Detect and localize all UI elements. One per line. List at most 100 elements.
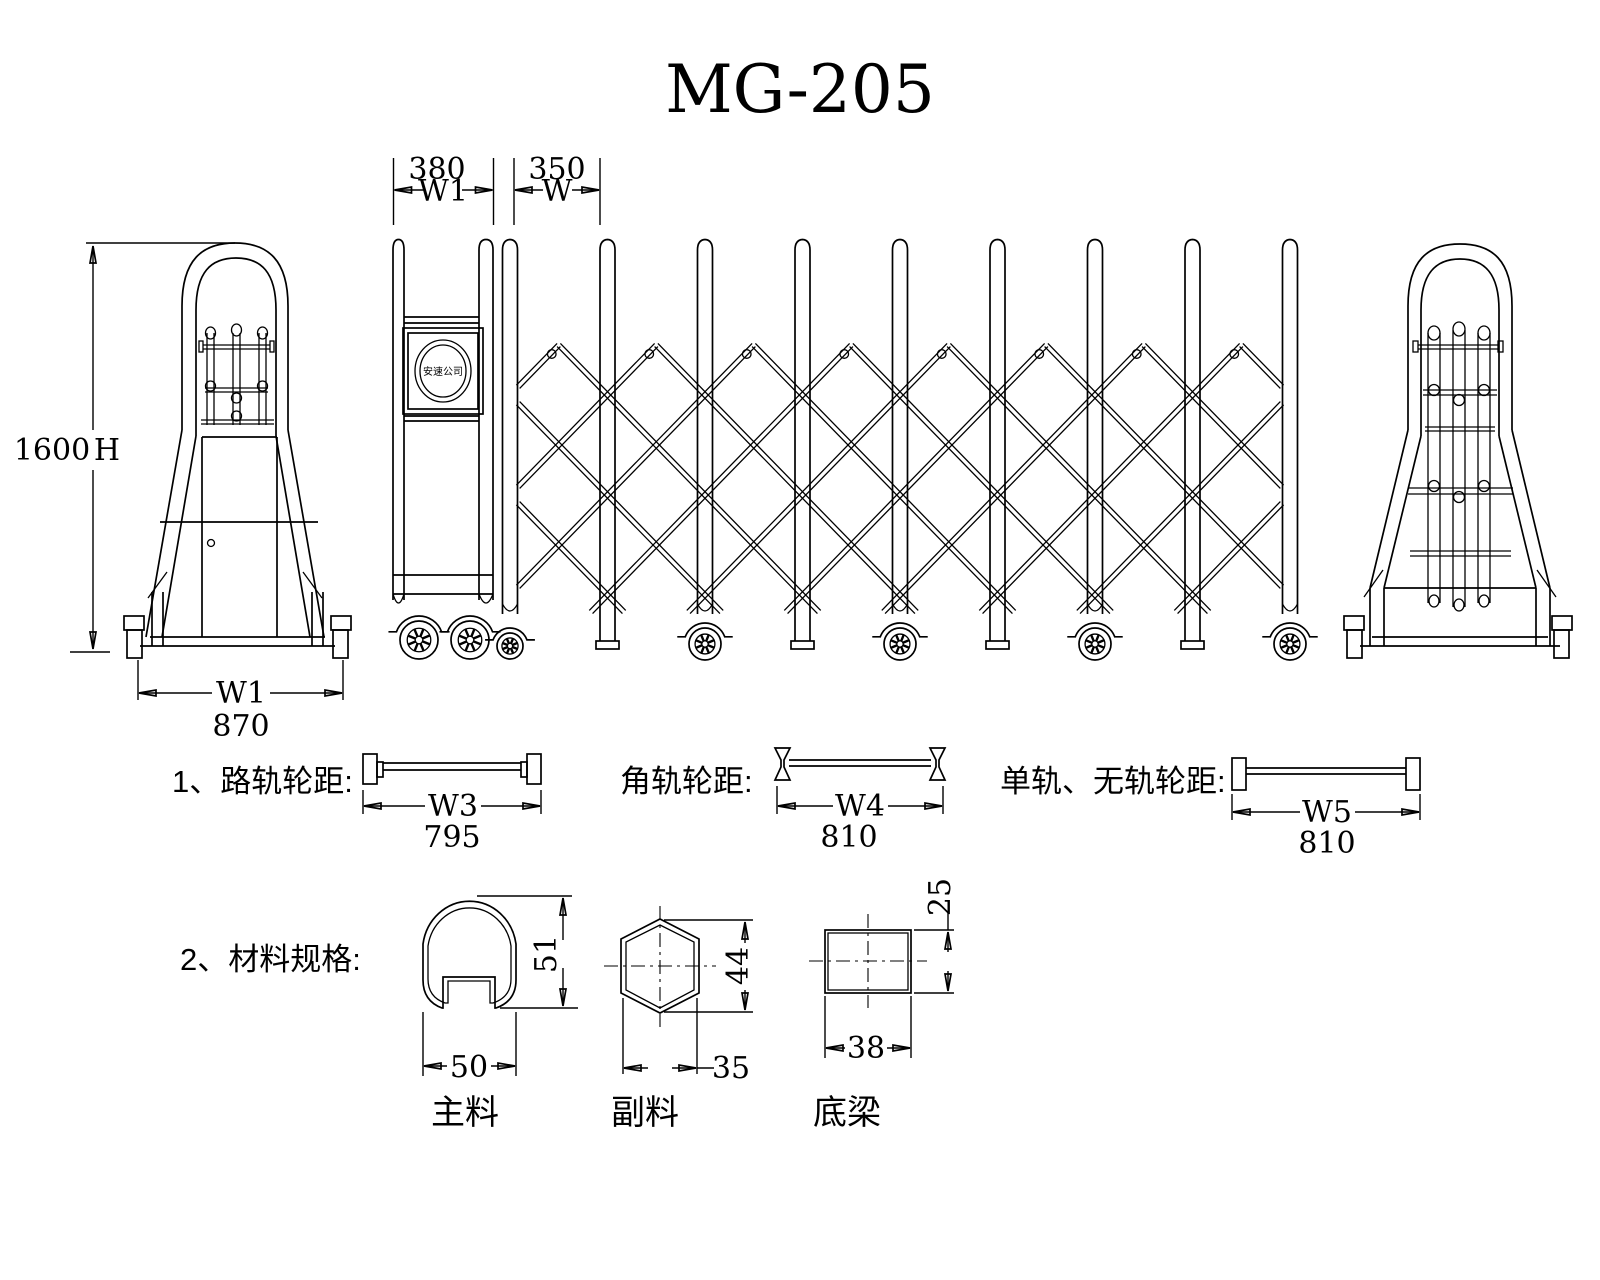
dim-label-w: W [542,174,573,209]
lattice-pivot-hole [1034,349,1045,359]
lattice-strut [1177,504,1285,615]
lattice-strut [519,501,627,611]
lattice-strut [515,342,656,486]
profile-beam: 25 38 底梁 [809,878,958,1132]
lattice-strut [849,346,1111,615]
wheel-fender [485,627,535,641]
lattice-strut [884,346,1146,615]
gate-post-foot [985,640,1010,650]
gate-post [1184,238,1201,641]
lattice-strut [515,404,721,615]
lattice-pivot-hole [546,349,557,359]
logo-ellipse-inner [419,344,467,398]
lattice-strut [515,342,753,586]
logo-text: 安速公司 [423,365,463,378]
lattice-strut [1173,501,1281,611]
right-side-view [1343,243,1573,659]
lattice-pivot-hole [936,349,947,359]
dim-value-25: 25 [923,878,958,916]
lattice-strut [654,346,916,615]
caster-wheel [1273,627,1307,661]
profile-main-material: 51 50 主料 [422,895,578,1132]
left-view-wheel [330,615,352,631]
dim-base-w1: W1 870 [137,660,344,744]
lattice-strut [519,346,659,489]
gate-post [501,238,519,614]
dim-value-1600: 1600 [14,433,90,468]
lattice-strut [1044,346,1281,589]
lattice-strut [1076,401,1281,611]
right-view-wheel [1346,629,1363,659]
gate-post-foot [790,640,815,650]
gate-post-foot [1180,640,1205,650]
gate-post-foot [595,640,620,650]
wheel-fender [439,615,501,633]
lattice-strut [754,342,1017,611]
gate-post [696,238,714,614]
dim-top-w: 350 W [513,152,601,225]
caster-wheel [688,627,722,661]
lattice-pivot-hole [644,349,655,359]
wheel-fender [388,615,450,633]
logo-panel-inner [407,332,479,410]
lattice-strut [1242,342,1285,386]
profile-aux-material: 44 35 副料 [604,906,756,1132]
dim-label-w3: W3 [428,789,478,824]
right-view-wheel [1343,615,1365,631]
axle-w5: W5 810 [1231,757,1421,861]
profile-main-label: 主料 [431,1094,499,1132]
dim-value-50: 50 [450,1050,488,1085]
dim-label-w5: W5 [1302,795,1352,830]
lattice-strut [982,346,1244,615]
note1-corner-label: 角轨轮距: [620,764,753,799]
lattice-strut [978,342,1241,611]
dim-value-44: 44 [721,947,756,985]
gate-post [599,238,616,641]
gate-post [1086,238,1104,614]
dim-label-w1-base: W1 [216,676,266,711]
caster-wheel [399,620,439,660]
lattice-strut [519,346,756,589]
caster-wheel [496,632,524,660]
caster-wheel [883,627,917,661]
lattice-strut [519,346,561,389]
dim-label-w1: W1 [418,174,468,209]
left-view-wheel [332,629,349,659]
lattice-strut [559,342,822,611]
caster-wheel [450,620,490,660]
lattice-strut [787,346,1049,615]
dim-top-w1: 380 W1 [392,152,495,225]
right-view-wheel [1553,629,1570,659]
dim-value-51: 51 [529,935,564,973]
axle-w3: W3 795 [362,753,542,855]
wheel-fender [1262,622,1318,638]
note1-track-label: 1、路轨轮距: [172,764,353,799]
lattice-strut [751,346,1013,615]
lattice-strut [657,342,919,611]
profile-aux-label: 副料 [611,1094,679,1132]
lattice-strut [1079,404,1285,615]
dim-value-35: 35 [712,1051,750,1086]
dim-label-h: H [94,433,120,468]
lattice-strut [946,346,1208,615]
lattice-pivot-hole [741,349,752,359]
left-view-wheel [126,629,143,659]
lattice-pivot-hole [1131,349,1142,359]
dim-label-w4: W4 [835,789,885,824]
gate-post [989,238,1006,641]
right-view-wheel [1551,615,1573,631]
wheel-fender [1067,622,1123,638]
left-side-view [123,242,352,659]
dim-value-870: 870 [212,709,269,744]
wheel-fender [677,622,733,638]
lattice-strut [689,346,951,615]
lattice-strut [592,346,854,615]
lattice-strut [1239,346,1281,389]
accordion-gate [388,238,1318,661]
dim-height: 1600 H [14,242,235,653]
door-handle [206,538,216,548]
lattice-strut [1141,346,1281,489]
dim-value-810: 810 [820,820,877,855]
left-view-wheel [123,615,145,631]
